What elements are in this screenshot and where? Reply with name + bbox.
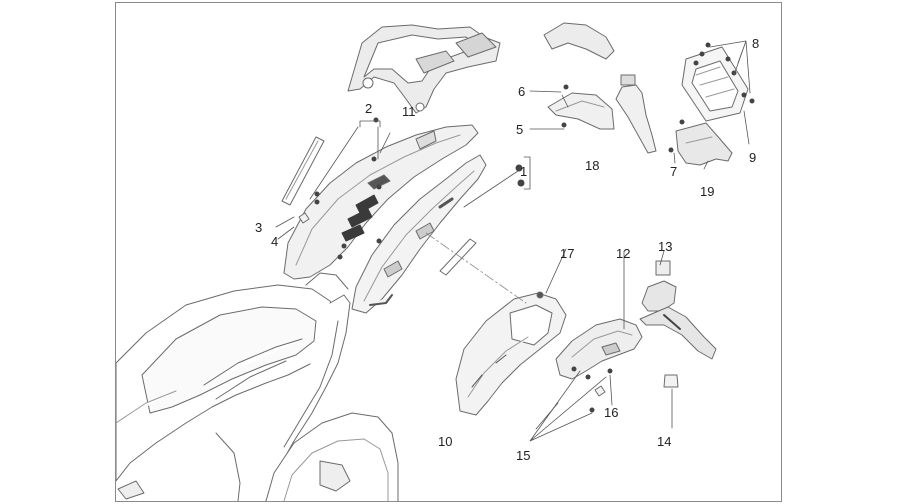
leader-lines: [275, 40, 751, 442]
upper-fender-piece: [543, 22, 615, 60]
callout-2: 2: [365, 101, 373, 116]
callout-16: 16: [604, 405, 619, 420]
diagram-drawing: [116, 22, 755, 501]
license-bracket: [555, 318, 643, 380]
lamp-bracket: [639, 260, 717, 360]
callout-13: 13: [658, 239, 673, 254]
callout-10: 10: [438, 434, 453, 449]
callout-1: 1: [520, 164, 528, 179]
callout-17: 17: [560, 246, 575, 261]
centerline: [425, 232, 527, 304]
rear-mudguard: [455, 291, 567, 416]
fasteners: [314, 42, 755, 413]
callout-15: 15: [516, 448, 531, 463]
callout-4: 4: [271, 234, 279, 249]
callout-14: 14: [657, 434, 672, 449]
small-cover: [675, 122, 733, 166]
callout-19: 19: [700, 184, 715, 199]
callout-5: 5: [516, 122, 524, 137]
exploded-parts-diagram: 1 2 3 4 5 6 7 8 9 10 11 12 13 14 15 16 1…: [115, 2, 782, 502]
callout-7: 7: [670, 164, 678, 179]
callout-18: 18: [585, 158, 600, 173]
callout-8: 8: [752, 36, 760, 51]
reflector-strips: [281, 136, 477, 276]
callout-9: 9: [749, 150, 757, 165]
callout-6: 6: [518, 84, 526, 99]
rear-rack: [347, 24, 501, 114]
plate-nuts: [298, 212, 679, 397]
right-side-fairing: [351, 154, 487, 314]
lamp-unit: [547, 74, 657, 154]
callout-11: 11: [402, 104, 416, 119]
plate-holder: [681, 46, 749, 122]
left-side-fairing: [283, 124, 479, 280]
callout-12: 12: [616, 246, 631, 261]
seat-assembly: [116, 272, 399, 501]
callout-3: 3: [255, 220, 263, 235]
